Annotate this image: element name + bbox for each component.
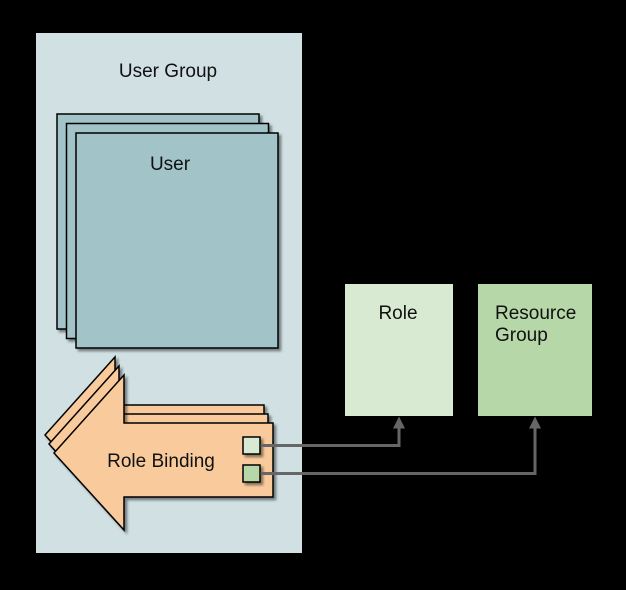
user-group-label: User Group	[119, 61, 217, 82]
role-box	[345, 284, 453, 416]
user-label: User	[150, 154, 191, 175]
user-card-front	[75, 132, 279, 349]
role-binding-stack: Role Binding	[43, 355, 274, 532]
resource-group-port-square	[242, 464, 261, 483]
connector-to-role	[260, 427, 401, 447]
connector-to-role-arrowhead	[393, 416, 405, 429]
connector-to-resource-group	[260, 427, 537, 475]
resource-group-label-line1: Resource	[495, 303, 576, 324]
resource-group-box	[478, 284, 592, 416]
role-binding-arrow-front	[52, 373, 274, 532]
resource-group-label-line2: Group	[495, 325, 548, 346]
user-stack: User	[56, 113, 279, 349]
role-binding-label: Role Binding	[107, 451, 215, 472]
role-port-square	[242, 436, 261, 455]
connector-to-resource-group-arrowhead	[529, 416, 541, 429]
role-label: Role	[378, 303, 417, 324]
